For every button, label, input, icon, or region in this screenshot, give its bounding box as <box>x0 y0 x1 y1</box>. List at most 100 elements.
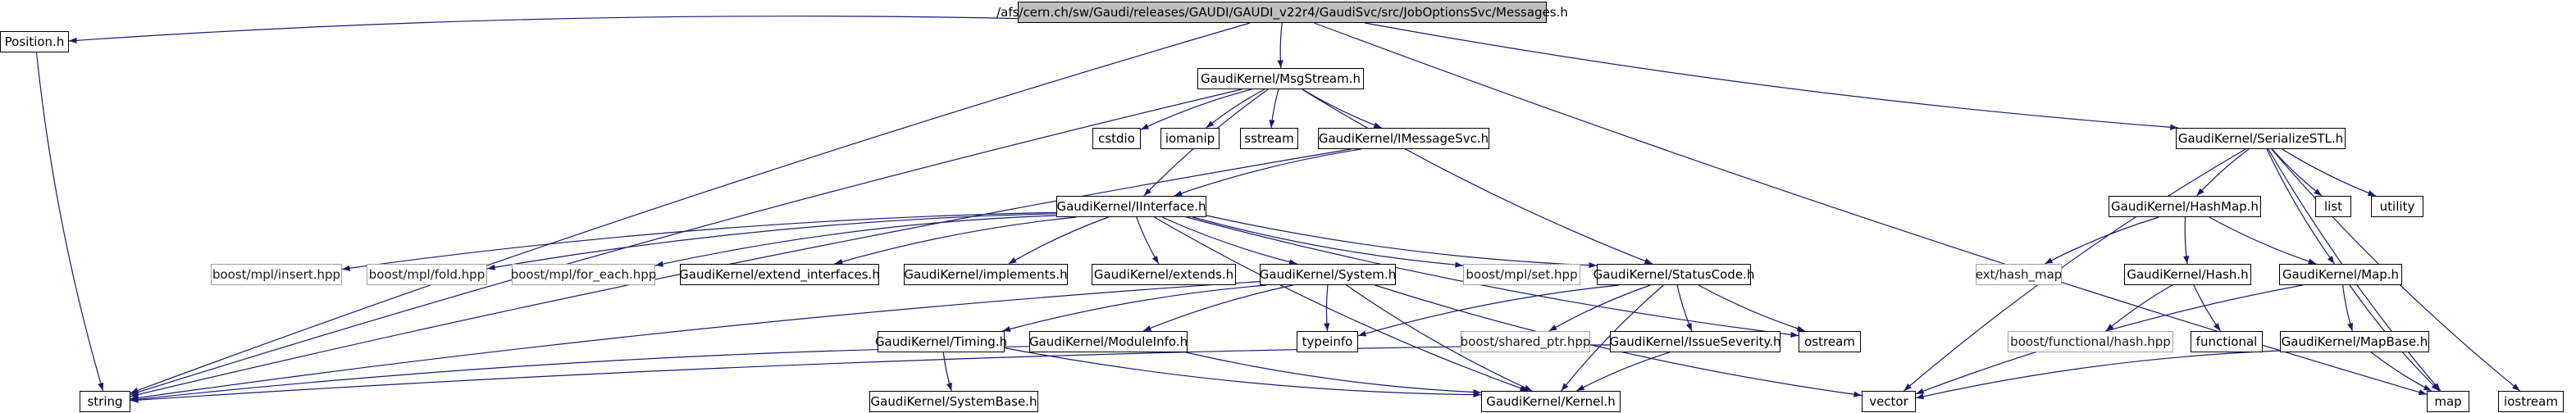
graph-edge-system-to-kernel <box>1346 284 1533 392</box>
graph-node-label: /afs/cern.ch/sw/Gaudi/releases/GAUDI/GAU… <box>996 4 1568 20</box>
graph-node-label: GaudiKernel/extends.h <box>1093 266 1234 282</box>
graph-node-imessagesvc[interactable]: GaudiKernel/IMessageSvc.h <box>1318 128 1489 149</box>
graph-node-label: string <box>87 393 123 409</box>
graph-edge-serializestl-to-vector <box>1904 148 2246 392</box>
graph-node-label: boost/mpl/set.hpp <box>1466 266 1578 282</box>
graph-edge-msgstream-to-sstream <box>1269 88 1279 129</box>
graph-node-label: ext/hash_map <box>1975 266 2063 282</box>
graph-node-extend_interfaces[interactable]: GaudiKernel/extend_interfaces.h <box>679 264 880 285</box>
graph-node-label: utility <box>2379 198 2415 214</box>
graph-edge-root-to-serializestl <box>1365 22 2178 130</box>
graph-node-label: GaudiKernel/IMessageSvc.h <box>1318 130 1489 146</box>
graph-node-label: sstream <box>1244 130 1294 146</box>
graph-edge-statuscode-to-ostream <box>1698 284 1806 332</box>
graph-edge-issueseverity-to-kernel <box>1576 352 1670 392</box>
graph-node-position[interactable]: Position.h <box>0 31 69 52</box>
graph-node-extends[interactable]: GaudiKernel/extends.h <box>1092 264 1236 285</box>
graph-node-utility[interactable]: utility <box>2371 196 2423 217</box>
graph-node-msgstream[interactable]: GaudiKernel/MsgStream.h <box>1197 68 1364 89</box>
graph-node-label: ostream <box>1804 334 1855 349</box>
graph-edge-msgstream-to-imessagesvc <box>1302 88 1383 129</box>
graph-node-vector[interactable]: vector <box>1862 391 1916 412</box>
graph-node-serializestl[interactable]: GaudiKernel/SerializeSTL.h <box>2176 128 2346 149</box>
graph-node-label: GaudiKernel/Timing.h <box>874 334 1008 349</box>
graph-node-label: GaudiKernel/Map.h <box>2282 266 2400 282</box>
graph-edge-iinterface-to-system <box>1161 216 1297 266</box>
graph-node-label: GaudiKernel/SystemBase.h <box>870 393 1037 409</box>
graph-node-label: GaudiKernel/StatusCode.h <box>1593 266 1755 282</box>
graph-edge-system-to-timing <box>1002 284 1267 332</box>
graph-node-statuscode[interactable]: GaudiKernel/StatusCode.h <box>1593 264 1754 285</box>
graph-node-hashmap[interactable]: GaudiKernel/HashMap.h <box>2109 196 2261 217</box>
graph-edge-iinterface-to-implements <box>1008 216 1109 265</box>
graph-node-map[interactable]: map <box>2427 391 2469 412</box>
graph-node-issueseverity[interactable]: GaudiKernel/IssueSeverity.h <box>1609 331 1781 352</box>
graph-edge-system-to-string <box>130 281 1261 402</box>
graph-edge-iinterface-to-mpl_for_each <box>654 215 1057 267</box>
graph-edge-root-to-position <box>68 16 1019 43</box>
graph-node-mpl_insert[interactable]: boost/mpl/insert.hpp <box>211 264 342 285</box>
graph-edge-msgstream-to-iomanip <box>1206 88 1265 129</box>
graph-edge-hashmap-to-ext_hash_map <box>2044 216 2159 265</box>
graph-edge-timing-to-systembase <box>942 352 952 392</box>
graph-node-label: boost/mpl/fold.hpp <box>368 266 486 282</box>
graph-node-label: GaudiKernel/MapBase.h <box>2281 334 2428 349</box>
graph-edge-statuscode-to-issueseverity <box>1676 284 1693 332</box>
graph-edge-mapbase-to-map <box>2370 352 2432 392</box>
graph-edge-hash-to-functional_hash <box>2105 284 2173 332</box>
graph-node-label: GaudiKernel/implements.h <box>904 266 1068 282</box>
graph-node-mpl_fold[interactable]: boost/mpl/fold.hpp <box>367 264 487 285</box>
graph-node-iomanip[interactable]: iomanip <box>1160 128 1220 149</box>
graph-node-typeinfo[interactable]: typeinfo <box>1297 331 1358 352</box>
graph-node-functional_hash[interactable]: boost/functional/hash.hpp <box>2008 331 2173 352</box>
graph-edge-mapbase-to-vector <box>1915 350 2281 400</box>
graph-node-implements[interactable]: GaudiKernel/implements.h <box>904 264 1068 285</box>
graph-edge-position-to-string <box>35 52 104 392</box>
graph-edge-system-to-moduleinfo <box>1142 284 1293 332</box>
graph-node-iostream[interactable]: iostream <box>2498 391 2564 412</box>
graph-node-shared_ptr[interactable]: boost/shared_ptr.hpp <box>1461 331 1590 352</box>
graph-node-cstdio[interactable]: cstdio <box>1092 128 1141 149</box>
graph-node-root[interactable]: /afs/cern.ch/sw/Gaudi/releases/GAUDI/GAU… <box>996 2 1568 23</box>
graph-node-list[interactable]: list <box>2315 196 2351 217</box>
graph-edge-map_h-to-mapbase <box>2342 284 2353 332</box>
graph-node-label: vector <box>1869 393 1908 409</box>
graph-edge-serializestl-to-map_h <box>2266 148 2335 265</box>
graph-node-hash[interactable]: GaudiKernel/Hash.h <box>2124 264 2251 285</box>
graph-node-mpl_for_each[interactable]: boost/mpl/for_each.hpp <box>511 264 656 285</box>
graph-edge-root-to-string <box>130 22 1251 394</box>
graph-node-ostream[interactable]: ostream <box>1799 331 1861 352</box>
graph-node-label: Position.h <box>4 34 65 49</box>
graph-node-timing[interactable]: GaudiKernel/Timing.h <box>874 331 1008 352</box>
graph-node-label: boost/mpl/insert.hpp <box>212 266 341 282</box>
graph-node-map_h[interactable]: GaudiKernel/Map.h <box>2279 264 2402 285</box>
graph-node-label: functional <box>2195 334 2258 349</box>
graph-node-label: boost/functional/hash.hpp <box>2010 334 2171 349</box>
graph-node-system[interactable]: GaudiKernel/System.h <box>1260 264 1396 285</box>
graph-node-label: iomanip <box>1165 130 1215 146</box>
graph-edge-map_h-to-vector <box>1915 284 2303 395</box>
graph-edge-serializestl-to-hashmap <box>2196 148 2250 197</box>
graph-node-sstream[interactable]: sstream <box>1240 128 1298 149</box>
graph-node-ext_hash_map[interactable]: ext/hash_map <box>1976 264 2062 285</box>
graph-node-systembase[interactable]: GaudiKernel/SystemBase.h <box>869 391 1038 412</box>
graph-edge-root-to-msgstream <box>1277 22 1283 69</box>
graph-node-mapbase[interactable]: GaudiKernel/MapBase.h <box>2280 331 2429 352</box>
graph-node-mpl_set[interactable]: boost/mpl/set.hpp <box>1463 264 1580 285</box>
graph-edge-iinterface-to-extend_interfaces <box>834 216 1077 265</box>
graph-edge-iinterface-to-mpl_insert <box>341 211 1057 271</box>
graph-node-label: iostream <box>2504 393 2558 409</box>
graph-edge-serializestl-to-utility <box>2282 148 2377 197</box>
graph-node-iinterface[interactable]: GaudiKernel/IInterface.h <box>1056 196 1206 217</box>
graph-node-kernel[interactable]: GaudiKernel/Kernel.h <box>1481 391 1621 412</box>
graph-node-label: GaudiKernel/Kernel.h <box>1486 393 1616 409</box>
graph-edge-system-to-typeinfo <box>1324 284 1330 332</box>
graph-node-label: GaudiKernel/SerializeSTL.h <box>2177 130 2344 146</box>
graph-edge-statuscode-to-shared_ptr <box>1548 284 1651 332</box>
graph-node-label: GaudiKernel/extend_interfaces.h <box>679 266 880 282</box>
graph-edge-statuscode-to-typeinfo <box>1357 284 1620 337</box>
graph-node-string[interactable]: string <box>80 391 130 412</box>
graph-node-functional[interactable]: functional <box>2191 331 2263 352</box>
graph-node-moduleinfo[interactable]: GaudiKernel/ModuleInfo.h <box>1029 331 1188 352</box>
